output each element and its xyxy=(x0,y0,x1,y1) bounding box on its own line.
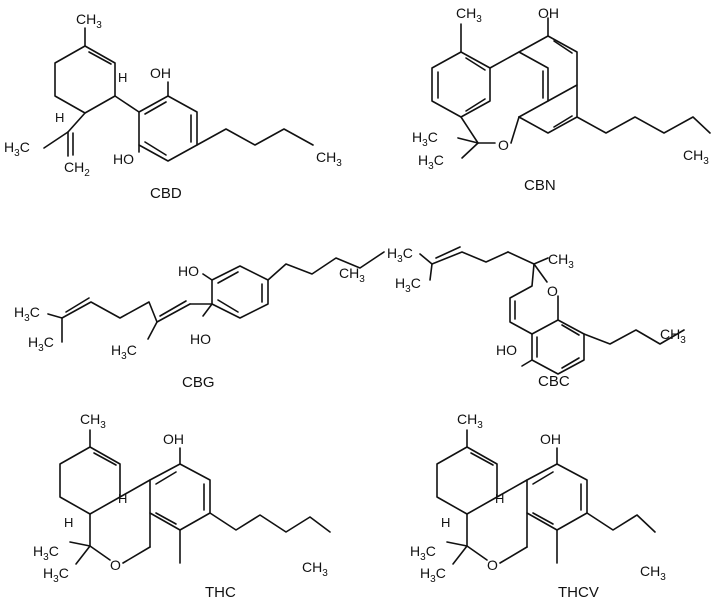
thc-h-left: H xyxy=(64,515,73,530)
thc-h3c-b: H3C xyxy=(43,565,69,585)
cbc-h3c-top: H3C xyxy=(387,245,413,265)
cbn-h3c-b: H3C xyxy=(418,152,444,172)
cbd-structure: CH3 H H H3C CH2 OH HO CH3 CBD xyxy=(4,11,342,202)
thcv-oh: OH xyxy=(540,431,561,447)
cbg-structure: H3C H3C H3C HO HO CH3 CBG xyxy=(14,251,385,391)
cbg-h3c-top: H3C xyxy=(14,304,40,324)
cbn-structure: CH3 O OH H3C H3C CH3 CBN xyxy=(412,5,711,194)
cbn-o: O xyxy=(498,137,509,153)
thc-oh: OH xyxy=(163,431,184,447)
thcv-ch3-chain: CH3 xyxy=(640,563,666,583)
cbd-ch2: CH2 xyxy=(64,159,90,179)
thcv-h3c-b: H3C xyxy=(420,565,446,585)
thcv-label: THCV xyxy=(558,584,599,601)
thcv-h-right: H xyxy=(495,491,504,506)
cbg-label: CBG xyxy=(182,374,215,391)
thc-ch3-top: CH3 xyxy=(80,411,106,431)
thcv-ch3-top: CH3 xyxy=(457,411,483,431)
cbn-h3c-a: H3C xyxy=(412,129,438,149)
thc-h-right: H xyxy=(118,491,127,506)
cbc-ho: HO xyxy=(496,342,517,358)
cbg-h3c-bottom: H3C xyxy=(28,334,54,354)
cbn-label: CBN xyxy=(524,177,556,194)
cbd-oh: OH xyxy=(150,65,171,81)
thc-o: O xyxy=(110,557,121,573)
thcv-h-left: H xyxy=(441,515,450,530)
cbc-ch3: CH3 xyxy=(548,251,574,271)
thc-h3c-a: H3C xyxy=(33,543,59,563)
cbc-ch3-chain: CH3 xyxy=(660,326,686,346)
cbd-h3c: H3C xyxy=(4,139,30,159)
thcv-structure: CH3 H H O OH H3C H3C CH3 THCV xyxy=(410,411,666,601)
thcv-h3c-a: H3C xyxy=(410,543,436,563)
thc-structure: CH3 H H O OH H3C H3C CH3 THC xyxy=(33,411,331,601)
cbg-ho-top: HO xyxy=(178,263,199,279)
cbc-structure: H3C H3C CH3 O HO CH3 CBC xyxy=(387,245,686,390)
cbc-h3c-bottom: H3C xyxy=(395,275,421,295)
cbd-ch3-chain: CH3 xyxy=(316,149,342,169)
cbg-h3c-mid: H3C xyxy=(111,342,137,362)
cbd-ho: HO xyxy=(113,151,134,167)
thc-label: THC xyxy=(205,584,236,601)
cbg-ho-bottom: HO xyxy=(190,331,211,347)
cbc-o: O xyxy=(547,283,558,299)
cbd-h-right: H xyxy=(118,70,127,85)
cbn-oh: OH xyxy=(538,5,559,21)
cbc-label: CBC xyxy=(538,373,570,390)
cbd-ch3-top: CH3 xyxy=(76,11,102,31)
thc-ch3-chain: CH3 xyxy=(302,559,328,579)
cbd-label: CBD xyxy=(150,185,182,202)
cbn-ch3-top: CH3 xyxy=(456,5,482,25)
thcv-o: O xyxy=(487,557,498,573)
cbn-ch3-chain: CH3 xyxy=(683,147,709,167)
cbd-h-left: H xyxy=(55,110,64,125)
cbg-ch3-chain: CH3 xyxy=(339,265,365,285)
